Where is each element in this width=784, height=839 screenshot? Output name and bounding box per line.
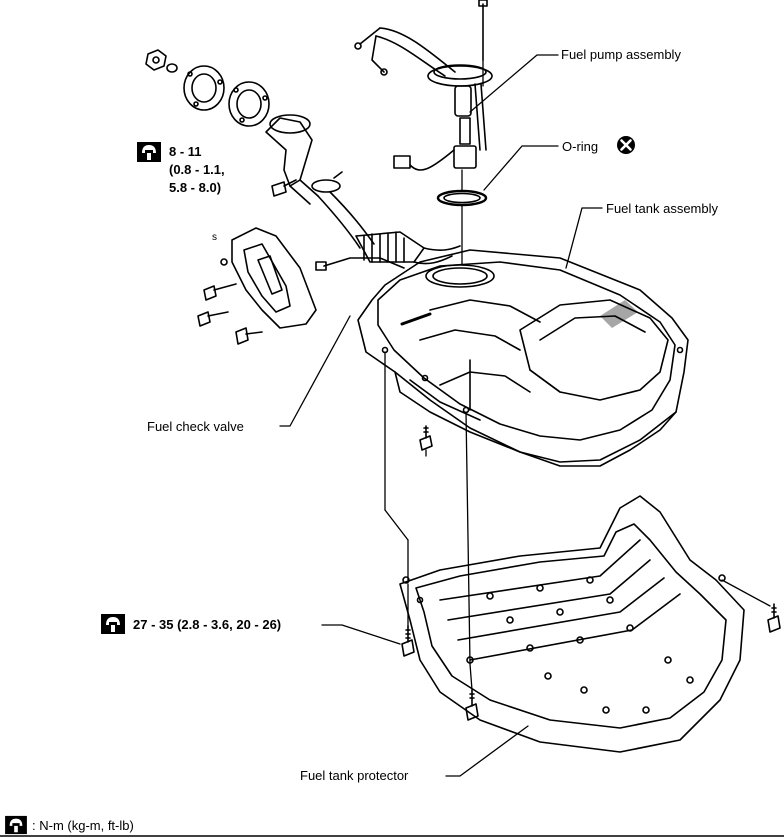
label-fuel-pump-assembly: Fuel pump assembly: [561, 47, 681, 62]
torque-wrench-icon: [137, 142, 161, 162]
torque-filler-line2: (0.8 - 1.1,: [169, 162, 225, 177]
mounting-bolts: [401, 425, 781, 721]
svg-text:s: s: [212, 232, 217, 243]
torque-filler-line3: 5.8 - 8.0): [169, 180, 222, 195]
torque-filler-line1: 8 - 11: [169, 144, 202, 159]
label-fuel-tank-assembly: Fuel tank assembly: [606, 201, 718, 216]
fuel-pump-assembly: [354, 0, 493, 171]
label-fuel-check-valve: Fuel check valve: [147, 419, 244, 434]
torque-wrench-icon: [5, 815, 27, 835]
do-not-reuse-icon: [617, 136, 635, 154]
label-fuel-tank-protector: Fuel tank protector: [300, 768, 409, 783]
legend-units: : N-m (kg-m, ft-lb): [32, 818, 134, 833]
fuel-check-valve: s: [197, 227, 317, 345]
fuel-tank-protector: [399, 495, 745, 753]
o-ring: [436, 189, 488, 207]
filler-hardware: [145, 49, 461, 271]
alignment-lines: [279, 54, 771, 777]
torque-protector-bolts: 27 - 35 (2.8 - 3.6, 20 - 26): [133, 617, 282, 632]
fuel-tank: [357, 249, 689, 467]
label-o-ring: O-ring: [562, 139, 599, 154]
torque-wrench-icon: [101, 614, 125, 634]
